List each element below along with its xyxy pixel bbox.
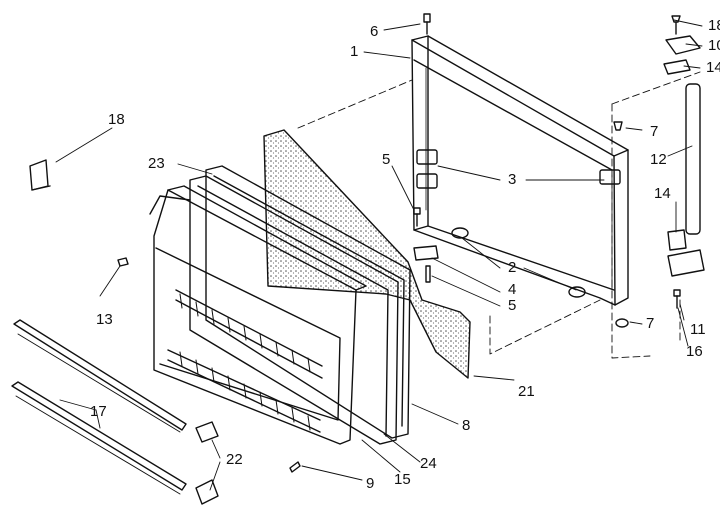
- alignment-lines: [297, 71, 701, 359]
- door-liner: [149, 185, 367, 445]
- door-trim-strips: [11, 319, 219, 505]
- callout-3: 3: [508, 171, 517, 188]
- callout-6: 6: [370, 23, 379, 40]
- callout-13: 13: [96, 311, 113, 328]
- callout-23: 23: [148, 155, 165, 172]
- callout-14-mid: 14: [654, 185, 671, 202]
- callout-14-top: 14: [706, 59, 720, 76]
- callout-9: 9: [366, 475, 375, 492]
- callout-1: 1: [350, 43, 359, 60]
- callout-8: 8: [462, 417, 471, 434]
- callout-7-bottom: 7: [646, 315, 655, 332]
- callout-21: 21: [518, 383, 535, 400]
- door-gasket-panel: [263, 129, 471, 379]
- screws: [117, 13, 681, 473]
- callout-5-top: 5: [382, 151, 391, 168]
- hinge-pin-assembly: [663, 35, 705, 277]
- callout-15: 15: [394, 471, 411, 488]
- callout-18-left: 18: [108, 111, 125, 128]
- door-panel-frames: [189, 165, 411, 445]
- callout-10: 10: [708, 37, 720, 54]
- callout-11: 11: [690, 321, 706, 338]
- callout-18-top: 18: [708, 17, 720, 34]
- callout-16: 16: [686, 343, 703, 360]
- callout-17: 17: [90, 403, 107, 420]
- hinge-brackets: [413, 149, 621, 298]
- leader-lines: [55, 19, 703, 491]
- callout-5-bottom: 5: [508, 297, 517, 314]
- callout-7-top: 7: [650, 123, 659, 140]
- callout-24: 24: [420, 455, 437, 472]
- callout-2: 2: [508, 259, 517, 276]
- door-frame: [411, 35, 629, 306]
- loose-bracket: [29, 159, 51, 191]
- callout-12: 12: [650, 151, 667, 168]
- callout-22: 22: [226, 451, 243, 468]
- callout-4: 4: [508, 281, 517, 298]
